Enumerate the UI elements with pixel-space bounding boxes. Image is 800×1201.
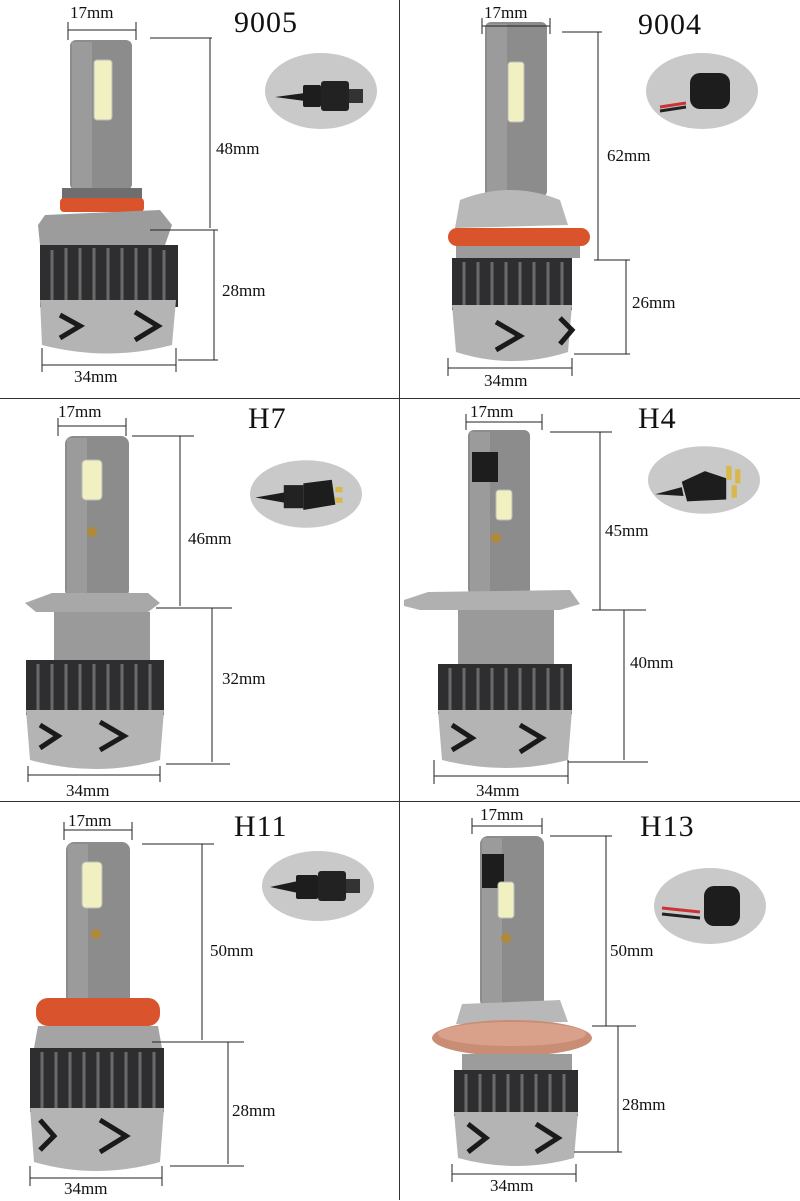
lower-length-label: 32mm [222, 669, 266, 688]
lower-length-label: 40mm [630, 653, 674, 672]
led-headlight-bulb-icon [432, 818, 636, 1182]
upper-length-label: 45mm [605, 521, 649, 540]
panel-h4: 17mm H4 45mm 40mm 34mm [400, 400, 799, 799]
connector-plug-icon [646, 53, 758, 129]
lower-length-label: 28mm [622, 1095, 666, 1114]
model-label: 9005 [234, 6, 298, 39]
upper-length-label: 48mm [216, 139, 260, 158]
width-base-label: 34mm [484, 371, 528, 390]
lower-length-label: 28mm [232, 1101, 276, 1120]
upper-length-label: 50mm [610, 941, 654, 960]
divider-row-1 [0, 398, 800, 399]
led-headlight-bulb-icon [38, 22, 218, 372]
panel-9004: 17mm 9004 62mm 26mm 34mm [400, 0, 799, 399]
width-top-label: 17mm [484, 3, 528, 22]
led-headlight-bulb-icon [404, 414, 648, 784]
width-base-label: 34mm [66, 781, 110, 799]
width-base-label: 34mm [64, 1179, 108, 1198]
connector-plug-icon [262, 851, 374, 921]
model-label: 9004 [638, 8, 702, 41]
upper-length-label: 46mm [188, 529, 232, 548]
connector-plug-icon [648, 446, 760, 514]
divider-column [399, 0, 400, 1200]
led-headlight-bulb-icon [447, 18, 630, 376]
width-base-label: 34mm [74, 367, 118, 386]
model-label: H11 [234, 810, 288, 843]
panel-h11: 17mm H11 50mm 28mm 34mm [0, 802, 399, 1201]
panel-h13: 17mm H13 50mm 28mm 34mm [400, 802, 799, 1201]
lower-length-label: 26mm [632, 293, 676, 312]
width-top-label: 17mm [480, 805, 524, 824]
panel-9005: 17mm 9005 48mm 28mm 34mm [0, 0, 399, 399]
model-label: H13 [640, 810, 695, 843]
connector-plug-icon [654, 868, 766, 944]
width-base-label: 34mm [476, 781, 520, 799]
model-label: H4 [638, 402, 677, 435]
width-top-label: 17mm [70, 3, 114, 22]
led-headlight-bulb-icon [29, 822, 244, 1186]
panel-h7: 17mm H7 46mm 32mm 34mm [0, 400, 399, 799]
upper-length-label: 50mm [210, 941, 254, 960]
connector-plug-icon [265, 53, 377, 129]
led-headlight-bulb-icon [25, 418, 232, 782]
model-label: H7 [248, 402, 287, 435]
upper-length-label: 62mm [607, 146, 651, 165]
width-top-label: 17mm [470, 402, 514, 421]
divider-row-2 [0, 801, 800, 802]
width-top-label: 17mm [68, 811, 112, 830]
connector-plug-icon [250, 460, 362, 528]
lower-length-label: 28mm [222, 281, 266, 300]
width-top-label: 17mm [58, 402, 102, 421]
width-base-label: 34mm [490, 1176, 534, 1195]
